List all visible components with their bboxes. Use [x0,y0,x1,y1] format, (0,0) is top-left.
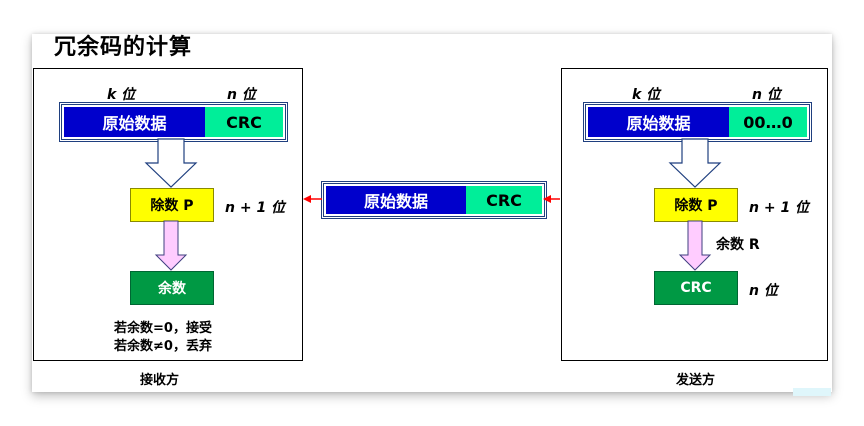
receiver-k-label: k 位 [107,87,136,103]
receiver-crc-segment: CRC [205,107,283,137]
receiver-pink-arrow [154,220,188,271]
sender-codeword: 原始数据 00…0 [585,104,810,140]
receiver-codeword: 原始数据 CRC [61,104,286,140]
sender-data-segment: 原始数据 [588,107,729,137]
sender-crc-box: CRC [654,271,738,305]
sender-hollow-arrow [668,138,722,188]
frame-crc-segment: CRC [466,186,542,214]
receiver-caption: 接收方 [140,373,180,388]
sender-crc-bits: n 位 [749,283,778,299]
page-title: 冗余码的计算 [54,35,193,60]
sender-pink-arrow [678,220,712,271]
receiver-rule-discard: 若余数≠0，丢弃 [114,339,212,354]
sender-remainder-label: 余数 R [716,237,760,253]
receiver-remainder-box: 余数 [130,271,214,305]
frame-data-segment: 原始数据 [326,186,466,214]
receiver-data-segment: 原始数据 [64,107,205,137]
sender-caption: 发送方 [676,373,716,388]
receiver-divisor-box: 除数 P [130,188,214,222]
sender-n-label: n 位 [752,87,781,103]
receiver-n-label: n 位 [227,87,256,103]
corner-accent [793,388,831,396]
transmitted-frame: 原始数据 CRC [323,183,545,217]
sender-k-label: k 位 [632,87,661,103]
receiver-divisor-bits: n + 1 位 [225,200,286,216]
receiver-rule-accept: 若余数=0，接受 [114,321,212,336]
sender-divisor-bits: n + 1 位 [749,200,810,216]
sender-zeros-segment: 00…0 [729,107,807,137]
receiver-hollow-arrow [144,138,198,188]
sender-divisor-box: 除数 P [654,188,738,222]
